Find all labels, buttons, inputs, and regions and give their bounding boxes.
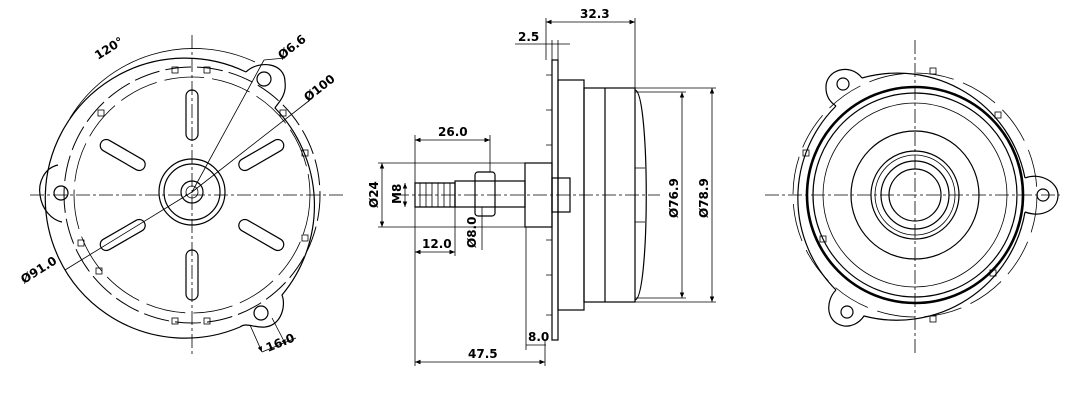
dim-pcd: Ø100: [301, 72, 337, 105]
dim-flange-offset: 2.5: [518, 30, 539, 44]
dim-flange-thick: 8.0: [528, 330, 549, 344]
dim-angle: 120°: [92, 34, 126, 62]
side-view: 26.0 Ø24 M8 12.0 Ø8.0 47.5 8.0 32.3 2.5 …: [367, 7, 716, 366]
front-view: 120° Ø6.6 Ø100 Ø91.0 16.0: [18, 32, 345, 355]
rear-view: [765, 40, 1060, 355]
dim-body-len: 32.3: [580, 7, 610, 21]
dim-shaft-collar-dia: Ø24: [367, 181, 381, 208]
dim-overall-len: 47.5: [468, 347, 498, 361]
dim-shaft-thread-len: 26.0: [438, 125, 468, 139]
dim-tab-width: 16.0: [264, 331, 297, 355]
dim-shaft-tip-len: 12.0: [422, 237, 452, 251]
dim-hole-dia: Ø6.6: [275, 32, 308, 62]
dim-thread: M8: [390, 184, 404, 204]
dim-rotor-dia: Ø76.9: [667, 178, 681, 218]
dim-shaft-dia: Ø8.0: [465, 217, 479, 248]
dim-body-dia: Ø78.9: [697, 178, 711, 218]
dim-outer-dia: Ø91.0: [18, 254, 59, 287]
